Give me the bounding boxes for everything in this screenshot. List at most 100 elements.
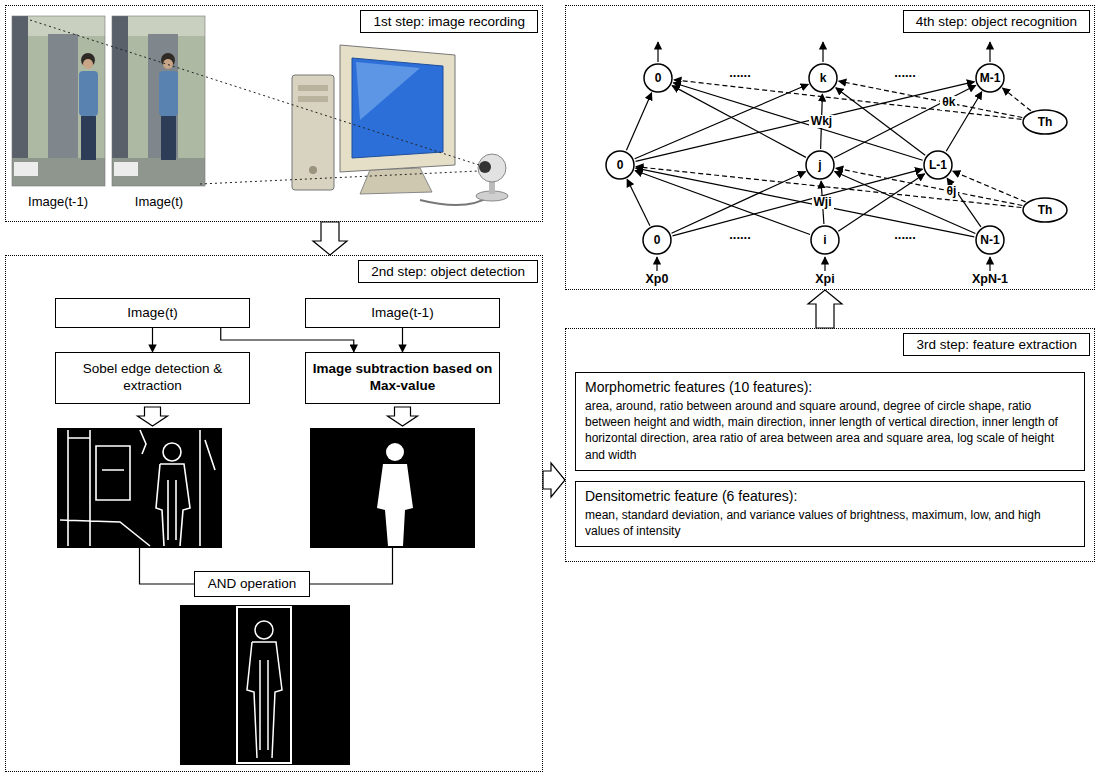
- box-label: Image(t): [127, 305, 177, 322]
- input-label: XpN-1: [972, 272, 1008, 286]
- output-neuron: 0: [643, 63, 673, 93]
- difference-image: [386, 443, 404, 461]
- node-outline: [1023, 198, 1067, 222]
- video-frame: [81, 116, 96, 160]
- signal-arrow: [657, 42, 990, 271]
- node-outline: [976, 64, 1004, 92]
- result-image: [255, 621, 273, 639]
- video-frame: [114, 162, 138, 176]
- arrow-connector: [838, 174, 924, 231]
- weight-label: θk: [940, 96, 957, 109]
- arrow-connector: [821, 181, 824, 224]
- neuron-label: 0: [655, 71, 662, 85]
- input-neuron: N-1: [975, 225, 1005, 255]
- computer-icon: [360, 168, 432, 194]
- feature-list: area, around, ratio between around and s…: [585, 398, 1075, 463]
- edge-image: [140, 430, 215, 546]
- result-image: [247, 642, 282, 758]
- feature-box: Morphometric features (10 features): area…: [575, 372, 1085, 471]
- video-frame: [14, 162, 38, 176]
- video-frame: [161, 116, 176, 160]
- arrow-connector: [946, 92, 982, 152]
- computer-icon: [298, 85, 328, 91]
- hidden-neuron: 0: [605, 150, 635, 180]
- result-image: [180, 605, 350, 765]
- ellipsis: ......: [729, 227, 751, 242]
- signal-arrow: [989, 42, 990, 62]
- ellipsis: ......: [894, 65, 916, 80]
- frame-border: [12, 16, 105, 186]
- step-panel: 2nd step: object detectionImage(t)Image(…: [5, 255, 543, 772]
- signal-arrow: [824, 257, 825, 271]
- node-outline: [811, 226, 839, 254]
- hidden-neuron: L-1: [923, 150, 953, 180]
- video-frame: [12, 16, 105, 186]
- merge-line: [140, 548, 195, 584]
- neuron-label: Th: [1038, 115, 1053, 129]
- edge-image: [57, 428, 222, 548]
- input-neuron: i: [810, 225, 840, 255]
- node-outline: [1023, 110, 1067, 134]
- view-line: [30, 20, 479, 165]
- step-panel: 3rd step: feature extractionMorphometric…: [565, 328, 1095, 562]
- dashed-connector: [953, 171, 1026, 202]
- signal-arrow: [989, 257, 990, 271]
- difference-image: [310, 428, 475, 548]
- difference-image: [377, 464, 413, 546]
- node-outline: [976, 226, 1004, 254]
- neuron-label: L-1: [929, 158, 947, 172]
- threshold-node: Th: [1022, 109, 1068, 135]
- arrow-connector: [673, 169, 923, 236]
- neuron-label: j: [818, 158, 821, 172]
- hollow-arrow: [138, 407, 418, 426]
- video-frame: [79, 71, 98, 116]
- input-box: Image(t-1): [305, 298, 500, 328]
- arrow-connector: [672, 172, 806, 234]
- box-label: Sobel edge detection & extraction: [62, 361, 243, 395]
- feature-title: Morphometric features (10 features):: [585, 379, 1075, 395]
- edge-image: [60, 430, 150, 546]
- arrow-connector: [636, 82, 975, 162]
- hollow-arrow: [313, 222, 347, 255]
- arrow-connector: [402, 328, 403, 352]
- neuron-label: 0: [654, 233, 661, 247]
- computer-icon: [340, 45, 455, 172]
- difference-image: [310, 428, 475, 548]
- video-frame: [12, 16, 105, 186]
- video-frame: [148, 34, 178, 160]
- arrow-connector: [627, 179, 650, 225]
- arrow-connector: [635, 171, 810, 235]
- box-label: AND operation: [208, 576, 297, 593]
- box-label: Image subtraction based on Max-value: [312, 361, 493, 395]
- output-neuron: k: [808, 63, 838, 93]
- hollow-arrow: [138, 407, 168, 426]
- computer-icon: [356, 62, 420, 120]
- computer-icon: [298, 96, 328, 102]
- result-image: [180, 605, 350, 765]
- video-frame: [83, 59, 93, 69]
- feature-title: Densitometric feature (6 features):: [585, 488, 1075, 504]
- arrow-connector: [635, 84, 809, 158]
- edge-image: [60, 430, 215, 546]
- process-box: Image subtraction based on Max-value: [305, 352, 500, 404]
- input-neuron: 0: [642, 225, 672, 255]
- video-frame: [112, 16, 205, 186]
- computer-icon: [292, 75, 334, 190]
- weight-label: Wkj: [809, 115, 834, 128]
- arrow-connector: [836, 88, 925, 156]
- neuron-label: i: [823, 233, 826, 247]
- arrow-connector: [152, 328, 153, 352]
- node-outline: [644, 64, 672, 92]
- step-heading: 1st step: image recording: [360, 10, 538, 33]
- video-frame: [163, 59, 173, 69]
- arrow-connector: [947, 178, 981, 227]
- input-box: Image(t): [55, 298, 250, 328]
- input-label: Xpi: [815, 272, 834, 286]
- weight-label: Wji: [812, 196, 834, 209]
- input-label: Xp0: [646, 272, 669, 286]
- neuron-label: Th: [1038, 203, 1053, 217]
- ellipsis: ......: [729, 65, 751, 80]
- process-box: Sobel edge detection & extraction: [55, 352, 250, 404]
- threshold-node: Th: [1022, 197, 1068, 223]
